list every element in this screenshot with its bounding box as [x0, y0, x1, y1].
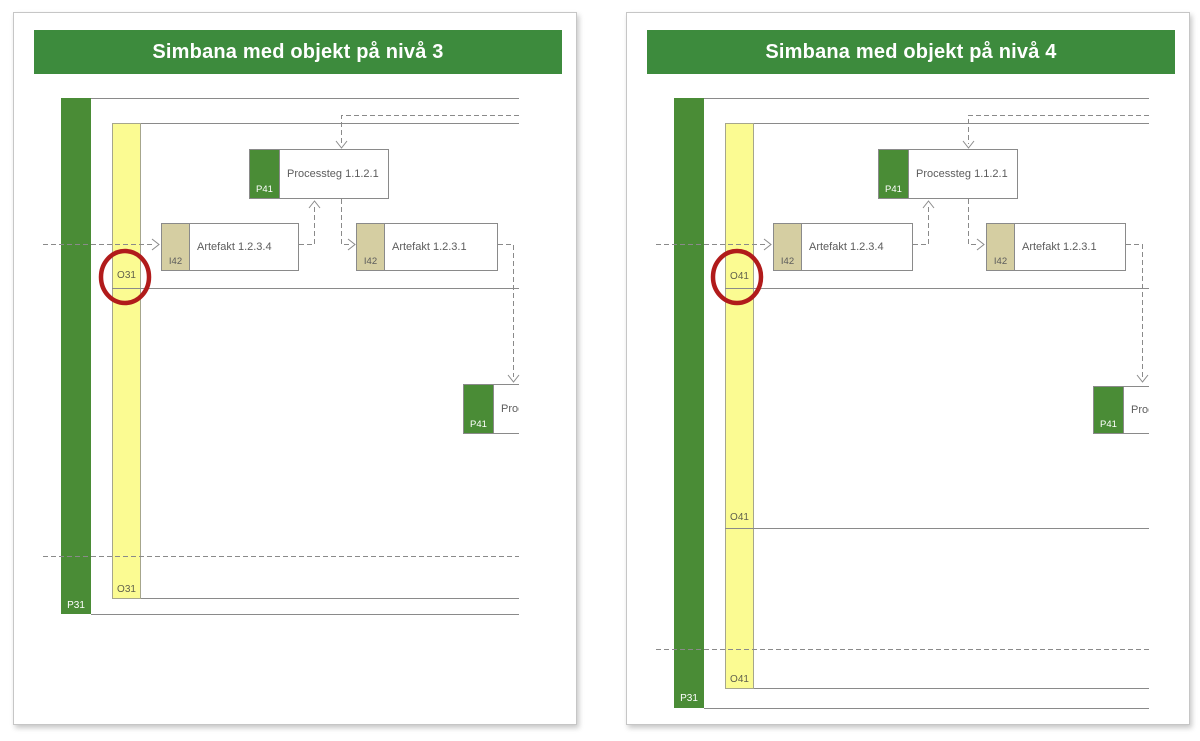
artefakt-b-tag: I42	[357, 224, 385, 270]
processteg-box: P41 Processteg 1.1.2.1	[249, 149, 389, 199]
process-box-clipped: P41 Proce	[463, 384, 519, 434]
connector-overlay	[43, 98, 520, 615]
processteg-tag: P41	[250, 150, 280, 198]
artefakt-a-label: Artefakt 1.2.3.4	[197, 241, 272, 253]
page-title-text: Simbana med objekt på nivå 3	[152, 40, 444, 63]
diagram-card-niva-3: Simbana med objekt på nivå 3 O31 O31 P31	[13, 12, 577, 725]
diagram-card-niva-4: Simbana med objekt på nivå 4 O41 O41 O41…	[626, 12, 1190, 725]
process-clipped-label: Proce	[501, 403, 519, 415]
object-lane-label-bottom: O41	[730, 674, 749, 685]
process-lane-label: P31	[680, 693, 698, 704]
processteg-box: P41 Processteg 1.1.2.1	[878, 149, 1018, 199]
processteg-tag: P41	[879, 150, 909, 198]
artefakt-box-a: I42 Artefakt 1.2.3.4	[161, 223, 299, 271]
object-lane-label-bottom: O31	[117, 584, 136, 595]
object-lane-label-circled: O31	[117, 270, 136, 281]
artefakt-a-label: Artefakt 1.2.3.4	[809, 241, 884, 253]
process-clipped-tag: P41	[1094, 387, 1124, 433]
artefakt-b-label: Artefakt 1.2.3.1	[392, 241, 467, 253]
artefakt-box-a: I42 Artefakt 1.2.3.4	[773, 223, 913, 271]
process-clipped-tag: P41	[464, 385, 494, 433]
page-title-text: Simbana med objekt på nivå 4	[765, 40, 1057, 63]
artefakt-box-b: I42 Artefakt 1.2.3.1	[986, 223, 1126, 271]
processteg-label: Processteg 1.1.2.1	[916, 168, 1008, 180]
object-lane-bar	[725, 123, 754, 689]
object-lane-label-circled: O41	[730, 271, 749, 282]
artefakt-b-label: Artefakt 1.2.3.1	[1022, 241, 1097, 253]
connector-overlay	[656, 98, 1149, 709]
process-box-clipped: P41 Proce	[1093, 386, 1149, 434]
object-lane-label-middle: O41	[730, 512, 749, 523]
page-title: Simbana med objekt på nivå 4	[647, 30, 1175, 74]
process-clipped-label: Proce	[1131, 404, 1149, 416]
page-title: Simbana med objekt på nivå 3	[34, 30, 562, 74]
processteg-label: Processteg 1.1.2.1	[287, 168, 379, 180]
process-lane-label: P31	[67, 600, 85, 611]
process-lane-bar	[674, 98, 704, 708]
artefakt-a-tag: I42	[774, 224, 802, 270]
process-lane-bar	[61, 98, 91, 614]
object-lane-bar	[112, 123, 141, 599]
artefakt-a-tag: I42	[162, 224, 190, 270]
artefakt-b-tag: I42	[987, 224, 1015, 270]
artefakt-box-b: I42 Artefakt 1.2.3.1	[356, 223, 498, 271]
